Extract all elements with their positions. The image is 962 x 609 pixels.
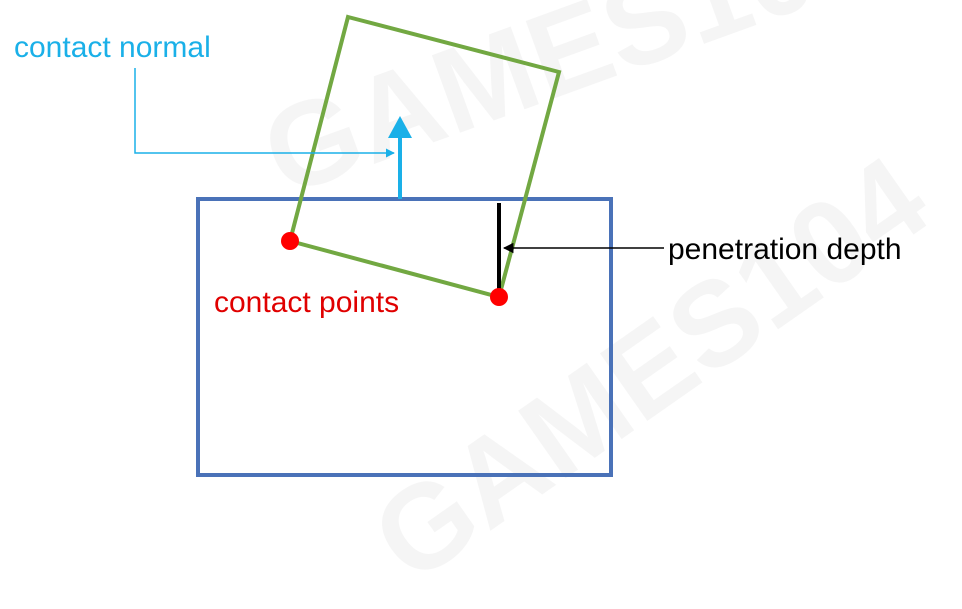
collision-diagram: GAMES104 GAMES104 contact normal contact… [14,14,902,477]
static-box [196,197,613,477]
contact-normal-label: contact normal [14,31,211,64]
contact-point [490,288,508,306]
contact-normal-arrowhead [388,116,412,138]
contact-point [281,232,299,250]
penetration-depth-label: penetration depth [668,233,902,266]
rotated-box [287,14,562,300]
contact-normal-leader [134,68,395,158]
diagram-canvas [134,14,664,477]
contact-points-label: contact points [214,286,400,319]
